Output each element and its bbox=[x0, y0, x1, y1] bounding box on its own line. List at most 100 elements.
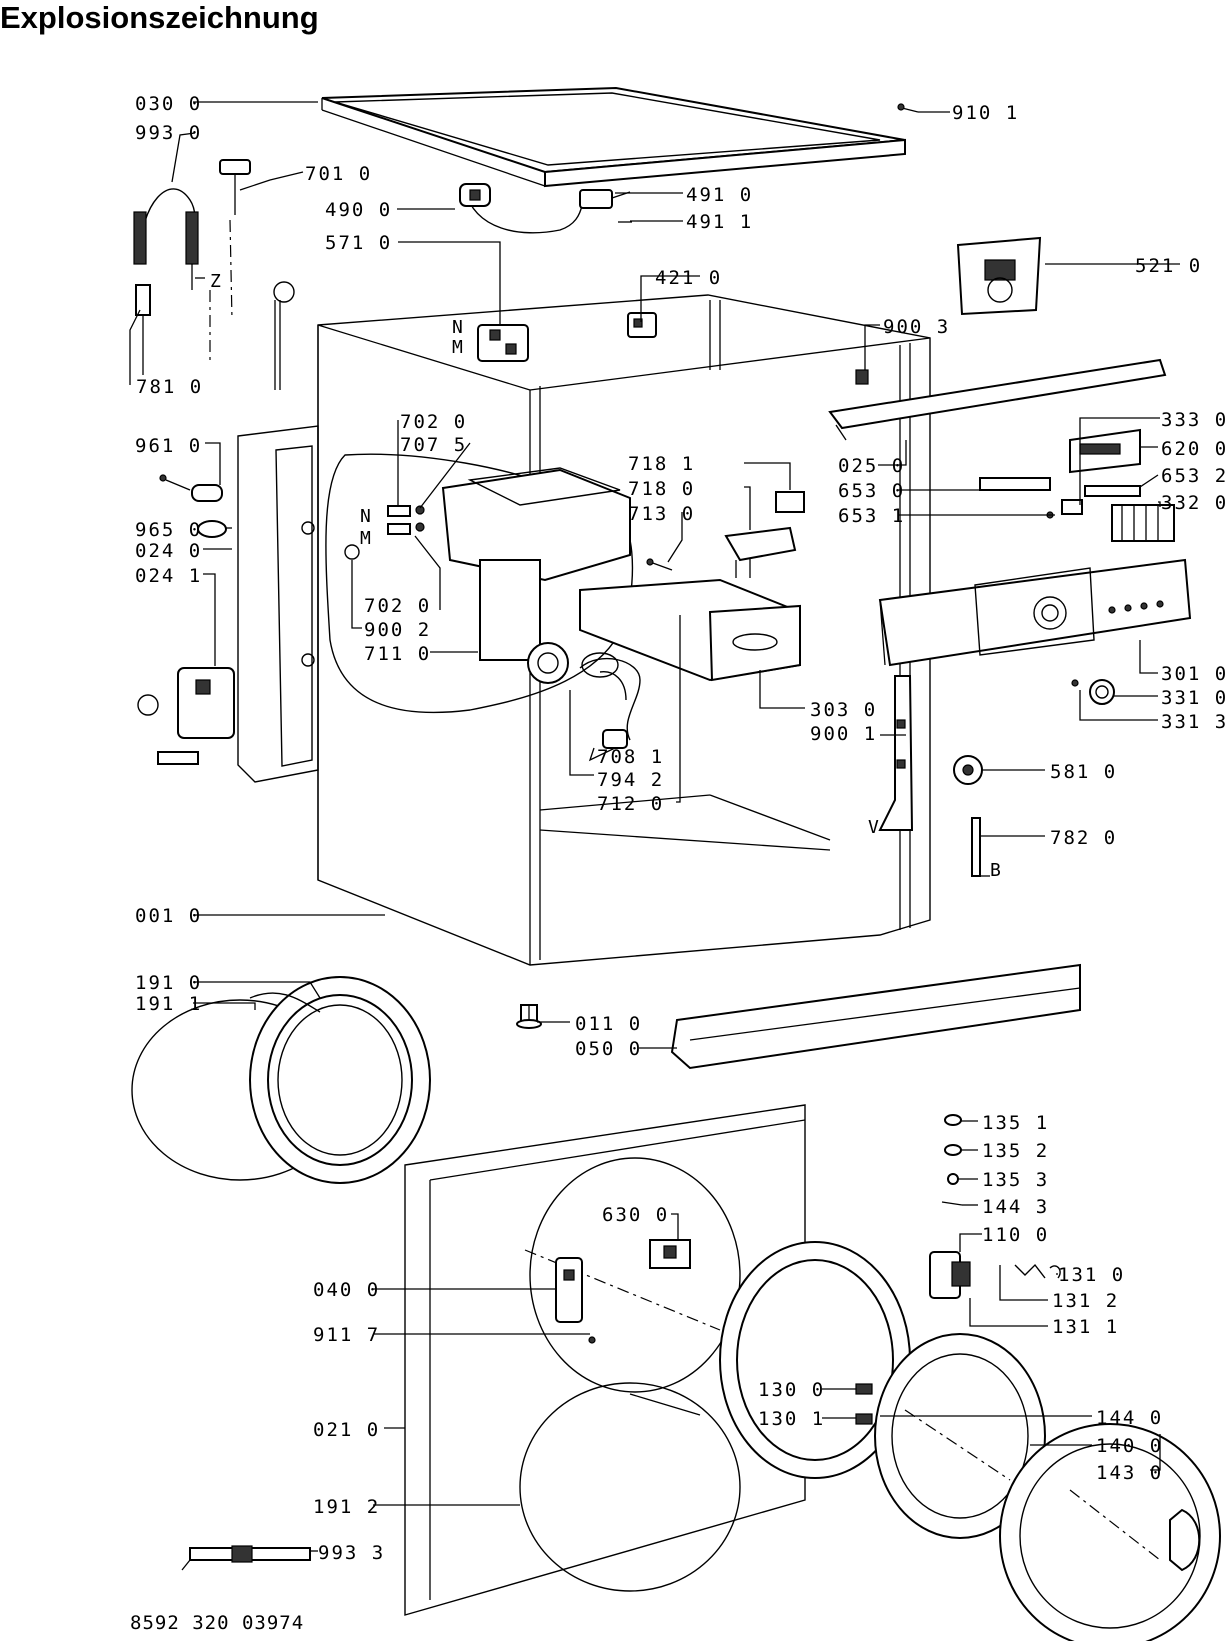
part-label: 794 2 bbox=[597, 769, 664, 791]
part-label: 131 2 bbox=[1052, 1290, 1119, 1312]
part-label: 900 1 bbox=[810, 723, 877, 745]
clip-900-3 bbox=[855, 369, 869, 385]
part-label: 708 1 bbox=[597, 746, 664, 768]
front-panel-021 bbox=[404, 1104, 806, 1616]
part-label: 040 0 bbox=[313, 1279, 380, 1301]
knob-331 bbox=[1071, 679, 1115, 705]
inlet-hose bbox=[133, 188, 211, 375]
part-label: 910 1 bbox=[952, 102, 1019, 124]
pump-024-1 bbox=[137, 667, 235, 765]
screw-910 bbox=[897, 103, 919, 113]
part-label: 140 0 bbox=[1096, 1435, 1163, 1457]
part-label: 191 1 bbox=[135, 993, 202, 1015]
control-panel-301 bbox=[878, 558, 1192, 667]
part-label: 900 2 bbox=[364, 619, 431, 641]
part-label: 025 0 bbox=[838, 455, 905, 477]
gasket-965 bbox=[197, 520, 227, 538]
marker-n-valve: N bbox=[452, 317, 463, 338]
part-label: 490 0 bbox=[325, 199, 392, 221]
part-label: 191 2 bbox=[313, 1496, 380, 1518]
part-label: 711 0 bbox=[364, 643, 431, 665]
door-seal-191 bbox=[131, 976, 431, 1184]
marker-v: V bbox=[868, 817, 879, 838]
pressure-switch-581 bbox=[953, 755, 983, 785]
part-label: 702 0 bbox=[400, 411, 467, 433]
part-label: 135 3 bbox=[982, 1169, 1049, 1191]
keys-332 bbox=[1111, 504, 1175, 542]
part-label: 965 0 bbox=[135, 519, 202, 541]
door-frame-143 bbox=[999, 1423, 1221, 1641]
door-ring-144 bbox=[719, 1241, 911, 1479]
rail-025 bbox=[828, 358, 1167, 441]
drain-hose-701 bbox=[219, 159, 295, 390]
part-label: 332 0 bbox=[1161, 492, 1228, 514]
marker-n-hose: N bbox=[360, 506, 371, 527]
part-label: 331 0 bbox=[1161, 687, 1228, 709]
part-label: 191 0 bbox=[135, 972, 202, 994]
part-718-1 bbox=[775, 491, 805, 513]
door-glass-140 bbox=[874, 1333, 1046, 1539]
document-number: 8592 320 03974 bbox=[130, 1612, 305, 1634]
part-label: 653 0 bbox=[838, 480, 905, 502]
part-label: 131 1 bbox=[1052, 1316, 1119, 1338]
parts-702-707 bbox=[344, 505, 425, 560]
part-label: 701 0 bbox=[305, 163, 372, 185]
leader-lines bbox=[129, 101, 1180, 1552]
part-label: 718 1 bbox=[628, 453, 695, 475]
drawer-303 bbox=[579, 578, 801, 682]
screw-911-7 bbox=[588, 1336, 596, 1344]
part-label: 050 0 bbox=[575, 1038, 642, 1060]
door-handle-110 bbox=[929, 1251, 971, 1299]
part-label: 782 0 bbox=[1050, 827, 1117, 849]
part-961 bbox=[159, 474, 223, 502]
part-label: 781 0 bbox=[136, 376, 203, 398]
part-label: 001 0 bbox=[135, 905, 202, 927]
marker-m-hose: M bbox=[360, 528, 371, 549]
part-label: 900 3 bbox=[883, 316, 950, 338]
electronics-module-521 bbox=[956, 236, 1042, 316]
top-cover bbox=[321, 86, 906, 188]
part-label: 144 3 bbox=[982, 1196, 1049, 1218]
kickplate-050 bbox=[670, 963, 1081, 1070]
part-label: 030 0 bbox=[135, 93, 202, 115]
part-label: 712 0 bbox=[597, 793, 664, 815]
part-label: 131 0 bbox=[1058, 1264, 1125, 1286]
part-label: 011 0 bbox=[575, 1013, 642, 1035]
screw-713 bbox=[646, 558, 673, 571]
screws-135 bbox=[941, 1114, 963, 1206]
part-label: 702 0 bbox=[364, 595, 431, 617]
part-label: 303 0 bbox=[810, 699, 877, 721]
part-label: 331 3 bbox=[1161, 711, 1228, 733]
part-label: 135 2 bbox=[982, 1140, 1049, 1162]
part-label: 130 0 bbox=[758, 1379, 825, 1401]
part-label: 143 0 bbox=[1096, 1462, 1163, 1484]
plug-490 bbox=[459, 183, 491, 207]
part-label: 021 0 bbox=[313, 1419, 380, 1441]
part-label: 713 0 bbox=[628, 503, 695, 525]
rear-panel bbox=[237, 425, 319, 783]
part-718-0 bbox=[724, 526, 797, 578]
part-label: 993 0 bbox=[135, 122, 202, 144]
part-label: 130 1 bbox=[758, 1408, 825, 1430]
marker-b: B bbox=[990, 860, 1001, 881]
part-label: 024 0 bbox=[135, 540, 202, 562]
cable-harness bbox=[464, 189, 583, 234]
part-label: 521 0 bbox=[1135, 255, 1202, 277]
bar-653-0 bbox=[979, 477, 1051, 491]
tool-993-3 bbox=[181, 1545, 311, 1571]
part-label: 491 0 bbox=[686, 184, 753, 206]
rod-782 bbox=[971, 817, 981, 877]
foot-011 bbox=[516, 1004, 542, 1029]
bracket-900-1 bbox=[878, 675, 914, 831]
part-label: 630 0 bbox=[602, 1204, 669, 1226]
part-label: 993 3 bbox=[318, 1542, 385, 1564]
part-label: 491 1 bbox=[686, 211, 753, 233]
part-label: 571 0 bbox=[325, 232, 392, 254]
door-lock-630 bbox=[649, 1239, 691, 1269]
spring-131 bbox=[1014, 1263, 1061, 1279]
part-label: 421 0 bbox=[655, 267, 722, 289]
part-label: 301 0 bbox=[1161, 663, 1228, 685]
inlet-valves-571 bbox=[477, 324, 529, 362]
part-label: 144 0 bbox=[1096, 1407, 1163, 1429]
